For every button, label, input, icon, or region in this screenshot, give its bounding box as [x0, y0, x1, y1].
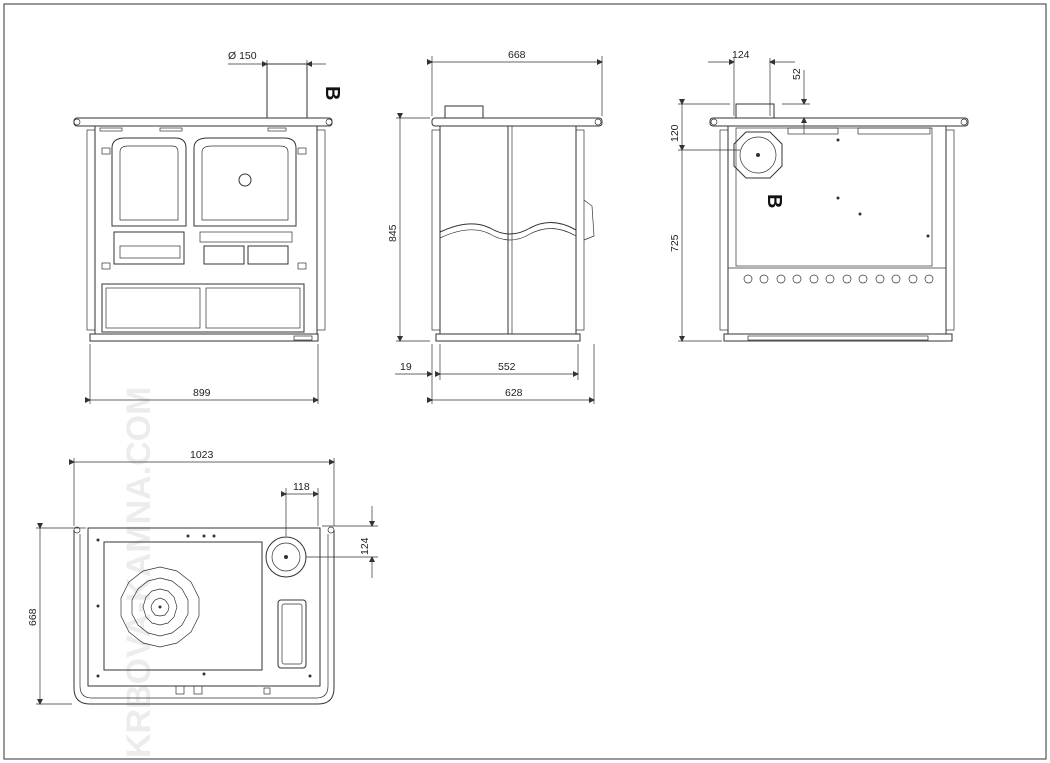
top-cooking-plate: [103, 541, 263, 671]
back-flue-octagon: [733, 131, 783, 179]
top-flue-depth-dim: 124: [359, 537, 371, 555]
front-view: B Ø 150 899: [73, 50, 343, 404]
back-vent-holes: [743, 274, 934, 284]
top-flue-offset-dim: 118: [293, 481, 310, 493]
front-flue-pipe: [266, 63, 308, 119]
side-top-depth-dim: 668: [508, 49, 526, 61]
front-flue-label: B: [321, 86, 343, 100]
back-body: [727, 125, 947, 335]
top-hob-rings: [120, 566, 200, 648]
back-top-dim: 52: [791, 68, 803, 80]
back-flue-height-dim: 120: [669, 124, 681, 142]
front-top-plate: [73, 117, 333, 127]
back-view: B 124 52 120 725: [669, 49, 969, 342]
watermark: KRBOVA-KAMNA.COM: [120, 387, 158, 758]
side-rail-curve: [439, 222, 577, 235]
top-body: [87, 527, 321, 687]
oven-thermometer: [238, 173, 252, 187]
back-body-height-dim: 725: [669, 234, 681, 252]
front-storage-drawers: [101, 283, 305, 333]
side-inner-depth-dim: 552: [498, 361, 516, 373]
sheet-border: [3, 3, 1047, 760]
top-view: 1023 118 124 668: [27, 449, 378, 705]
front-flue-diameter-dim: Ø 150: [228, 50, 257, 62]
front-width-dim: 899: [193, 387, 211, 399]
side-flue-stub: [444, 105, 484, 119]
top-depth-dim: 668: [27, 608, 39, 626]
top-width-dim: 1023: [190, 449, 214, 461]
front-oven-door: [193, 137, 297, 227]
side-height-dim: 845: [387, 224, 399, 242]
back-flue-label: B: [763, 194, 785, 208]
back-flue-offset-dim: 124: [732, 49, 750, 61]
front-firebox-door: [111, 137, 187, 227]
side-offset-dim: 19: [400, 361, 412, 373]
side-view: 668 845 19 552 628: [387, 49, 603, 404]
top-towel-rail: [73, 530, 335, 705]
side-base-depth-dim: 628: [505, 387, 523, 399]
top-reservoir: [277, 599, 307, 669]
